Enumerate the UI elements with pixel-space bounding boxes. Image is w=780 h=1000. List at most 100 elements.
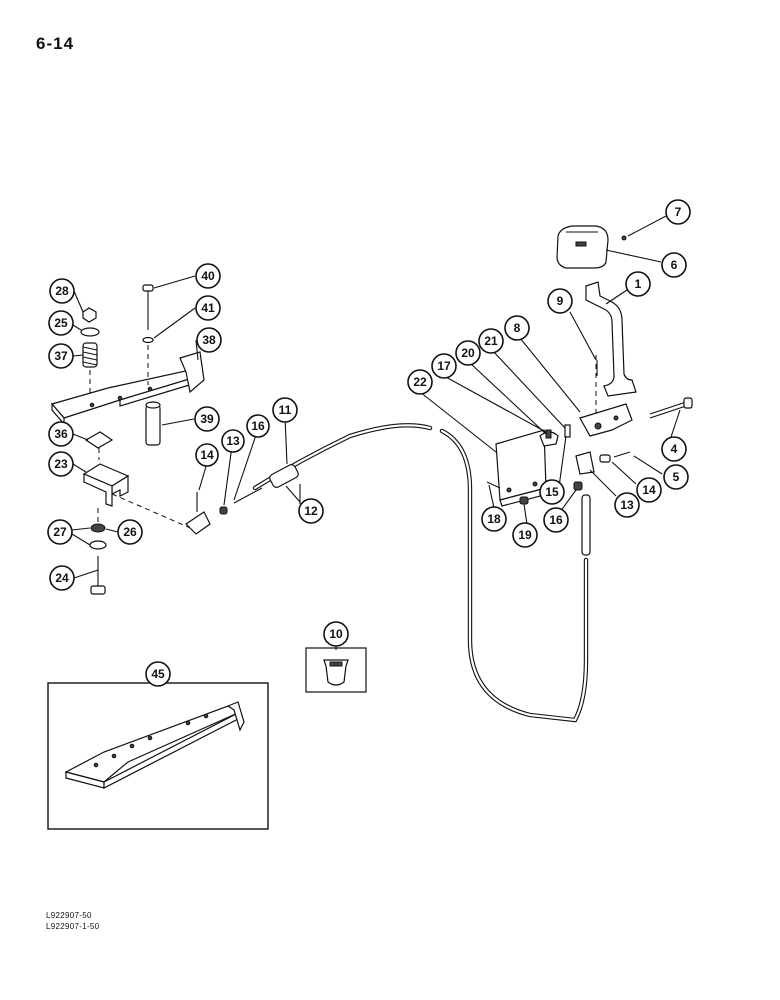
washer-part-27 xyxy=(89,540,107,550)
callout-37: 37 xyxy=(48,343,74,369)
clamp-part-20 xyxy=(539,431,559,447)
callouts: 28 25 37 36 23 27 26 24 40 41 38 39 14 1… xyxy=(47,199,691,687)
mounting-plate-part-38 xyxy=(50,369,198,419)
svg-text:5: 5 xyxy=(673,470,680,484)
nut-part-19 xyxy=(519,496,529,505)
callout-13-right: 13 xyxy=(614,492,640,518)
svg-text:37: 37 xyxy=(54,349,68,363)
callout-39: 39 xyxy=(194,406,220,432)
callout-11: 11 xyxy=(272,397,298,423)
svg-text:26: 26 xyxy=(123,525,137,539)
callout-18: 18 xyxy=(481,506,507,532)
svg-text:14: 14 xyxy=(642,483,656,497)
svg-text:23: 23 xyxy=(54,457,68,471)
svg-text:28: 28 xyxy=(55,284,69,298)
svg-text:14: 14 xyxy=(200,448,214,462)
washer-part-41 xyxy=(142,336,154,344)
callout-22: 22 xyxy=(407,369,433,395)
callout-21: 21 xyxy=(478,328,504,354)
svg-text:13: 13 xyxy=(620,498,634,512)
bracket-part-23 xyxy=(82,463,130,507)
callout-27: 27 xyxy=(47,519,73,545)
lever-assembly xyxy=(486,225,693,507)
spacer-part-39 xyxy=(145,401,161,446)
nut-part-17 xyxy=(545,429,552,439)
callout-10: 10 xyxy=(323,621,349,647)
svg-text:38: 38 xyxy=(202,333,216,347)
callout-17: 17 xyxy=(431,353,457,379)
knob-part-6 xyxy=(556,225,609,269)
svg-text:24: 24 xyxy=(55,571,69,585)
svg-text:10: 10 xyxy=(329,627,343,641)
svg-text:45: 45 xyxy=(151,667,165,681)
svg-text:9: 9 xyxy=(557,294,564,308)
lever-part-1 xyxy=(585,281,637,397)
callout-16-left: 16 xyxy=(246,414,270,438)
svg-text:18: 18 xyxy=(487,512,501,526)
cable-adjuster-left xyxy=(269,464,299,488)
spring-part-37 xyxy=(82,342,98,368)
bolt-part-18 xyxy=(486,481,501,489)
callout-8: 8 xyxy=(504,315,530,341)
clevis-part-13-right xyxy=(575,451,595,475)
svg-text:27: 27 xyxy=(53,525,67,539)
svg-text:13: 13 xyxy=(226,434,240,448)
callout-15: 15 xyxy=(539,479,565,505)
svg-text:40: 40 xyxy=(201,269,215,283)
clevis-part-13-left xyxy=(185,511,211,535)
svg-text:8: 8 xyxy=(514,321,521,335)
svg-text:6: 6 xyxy=(671,258,678,272)
callout-5: 5 xyxy=(663,464,689,490)
svg-text:36: 36 xyxy=(54,427,68,441)
mounting-plate-assembly xyxy=(50,284,205,595)
pad-part-36 xyxy=(84,431,114,449)
svg-text:1: 1 xyxy=(635,277,642,291)
callout-26: 26 xyxy=(117,519,143,545)
svg-text:22: 22 xyxy=(413,375,427,389)
screw-part-7 xyxy=(621,235,627,241)
svg-text:19: 19 xyxy=(518,528,532,542)
bolt-part-40 xyxy=(142,284,154,330)
pin-part-14-right xyxy=(599,454,611,463)
callout-14-right: 14 xyxy=(636,477,662,503)
callout-7: 7 xyxy=(665,199,691,225)
svg-text:39: 39 xyxy=(200,412,214,426)
callout-19: 19 xyxy=(512,522,538,548)
svg-text:17: 17 xyxy=(437,359,451,373)
callout-41: 41 xyxy=(195,295,221,321)
callout-23: 23 xyxy=(48,451,74,477)
callout-9: 9 xyxy=(547,288,573,314)
inset-plate-box xyxy=(47,682,269,830)
svg-text:7: 7 xyxy=(675,205,682,219)
callout-6: 6 xyxy=(661,252,687,278)
svg-text:21: 21 xyxy=(484,334,498,348)
callout-16-right: 16 xyxy=(543,507,569,533)
cable-adjuster-right xyxy=(581,494,591,556)
svg-text:11: 11 xyxy=(279,403,292,417)
reference-code: L922907-1-50 xyxy=(46,922,100,931)
svg-text:25: 25 xyxy=(54,316,68,330)
lock-washer-part-26 xyxy=(90,523,106,533)
washer-part-25 xyxy=(80,327,100,337)
callout-38: 38 xyxy=(196,327,222,353)
pin-part-5 xyxy=(613,451,631,458)
page-number: 6-14 xyxy=(36,34,75,53)
plate-flange xyxy=(179,351,205,394)
svg-text:16: 16 xyxy=(251,419,265,433)
callout-12: 12 xyxy=(298,498,324,524)
callout-40: 40 xyxy=(195,263,221,289)
reference-codes: L922907-50 L922907-1-50 xyxy=(46,910,99,932)
control-cable-part-11 xyxy=(185,423,591,723)
callout-45: 45 xyxy=(145,661,171,687)
nut-part-16-right xyxy=(573,481,583,491)
svg-text:4: 4 xyxy=(671,442,678,456)
bracket-part-8 xyxy=(579,403,633,437)
callout-36: 36 xyxy=(48,421,74,447)
nut-part-28 xyxy=(82,307,97,323)
grommet-box xyxy=(305,647,367,693)
reference-code: L922907-50 xyxy=(46,911,92,920)
callout-20: 20 xyxy=(455,340,481,366)
nut-part-16-left xyxy=(219,506,228,515)
pivot-pin-part-4 xyxy=(649,397,693,419)
